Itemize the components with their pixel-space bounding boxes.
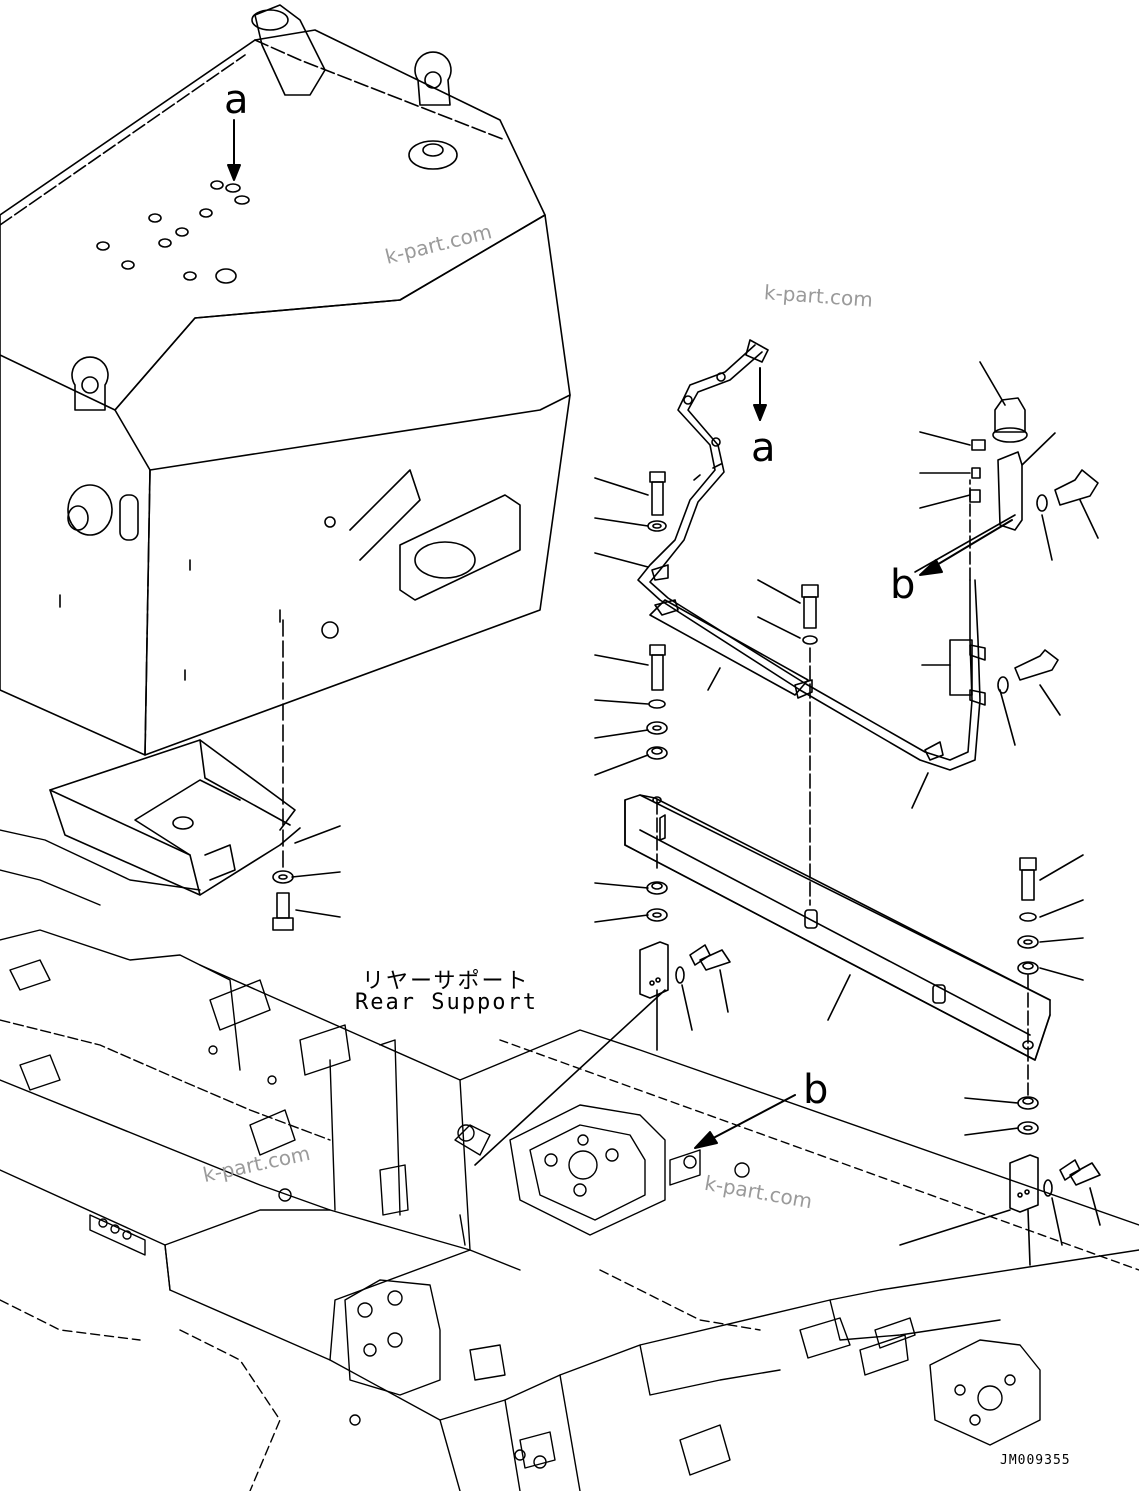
support-channel bbox=[624, 794, 1051, 1061]
chassis-frame bbox=[0, 829, 1139, 1491]
hose-assembly bbox=[637, 339, 981, 771]
tank-top-bosses bbox=[96, 180, 250, 284]
leader-bolt-cover bbox=[757, 579, 801, 604]
fuel-tank bbox=[0, 4, 571, 756]
arrow-b-mid bbox=[694, 1094, 796, 1149]
bolt-cover bbox=[801, 584, 819, 645]
arrow-a-mid bbox=[753, 367, 767, 421]
leader-tray-washer bbox=[291, 871, 341, 878]
leaders-center-left bbox=[594, 477, 649, 923]
leader-channel bbox=[827, 974, 851, 1021]
hose-clamp-right bbox=[949, 639, 986, 706]
leader-washer-cover bbox=[757, 616, 801, 639]
ref-letter-a-mid: a bbox=[751, 425, 776, 471]
caption-japanese: リヤーサポート bbox=[362, 969, 530, 994]
leaders-right bbox=[899, 854, 1101, 1266]
arrow-b-top bbox=[919, 519, 1013, 576]
rear-support-tray bbox=[49, 739, 301, 896]
bolt-stack-center bbox=[646, 471, 668, 760]
tray-washer bbox=[272, 870, 294, 884]
leader-tray-bolt bbox=[295, 909, 341, 918]
leaders-sensor bbox=[914, 361, 1099, 746]
bolt-stack-right bbox=[1009, 857, 1101, 1213]
hose-clamp-lower bbox=[924, 741, 944, 761]
tray-bolt bbox=[272, 892, 294, 931]
sensor-group bbox=[969, 397, 1099, 531]
leader-clamp-lower bbox=[911, 772, 929, 809]
leader-b-lower bbox=[474, 989, 666, 1166]
caption-english: Rear Support bbox=[355, 990, 538, 1015]
hose-cover bbox=[649, 599, 813, 699]
ref-letter-b-low: b bbox=[803, 1067, 829, 1113]
arrow-a-top bbox=[227, 119, 241, 181]
lower-center-mount bbox=[639, 881, 731, 999]
drawing-code: JM009355 bbox=[1000, 1453, 1071, 1468]
leader-cover bbox=[707, 667, 721, 691]
leader-tray bbox=[294, 825, 341, 844]
clamp-bolt-right bbox=[997, 649, 1059, 694]
ref-letter-a-top: a bbox=[224, 77, 249, 123]
ref-letter-b-mid: b bbox=[890, 562, 916, 608]
